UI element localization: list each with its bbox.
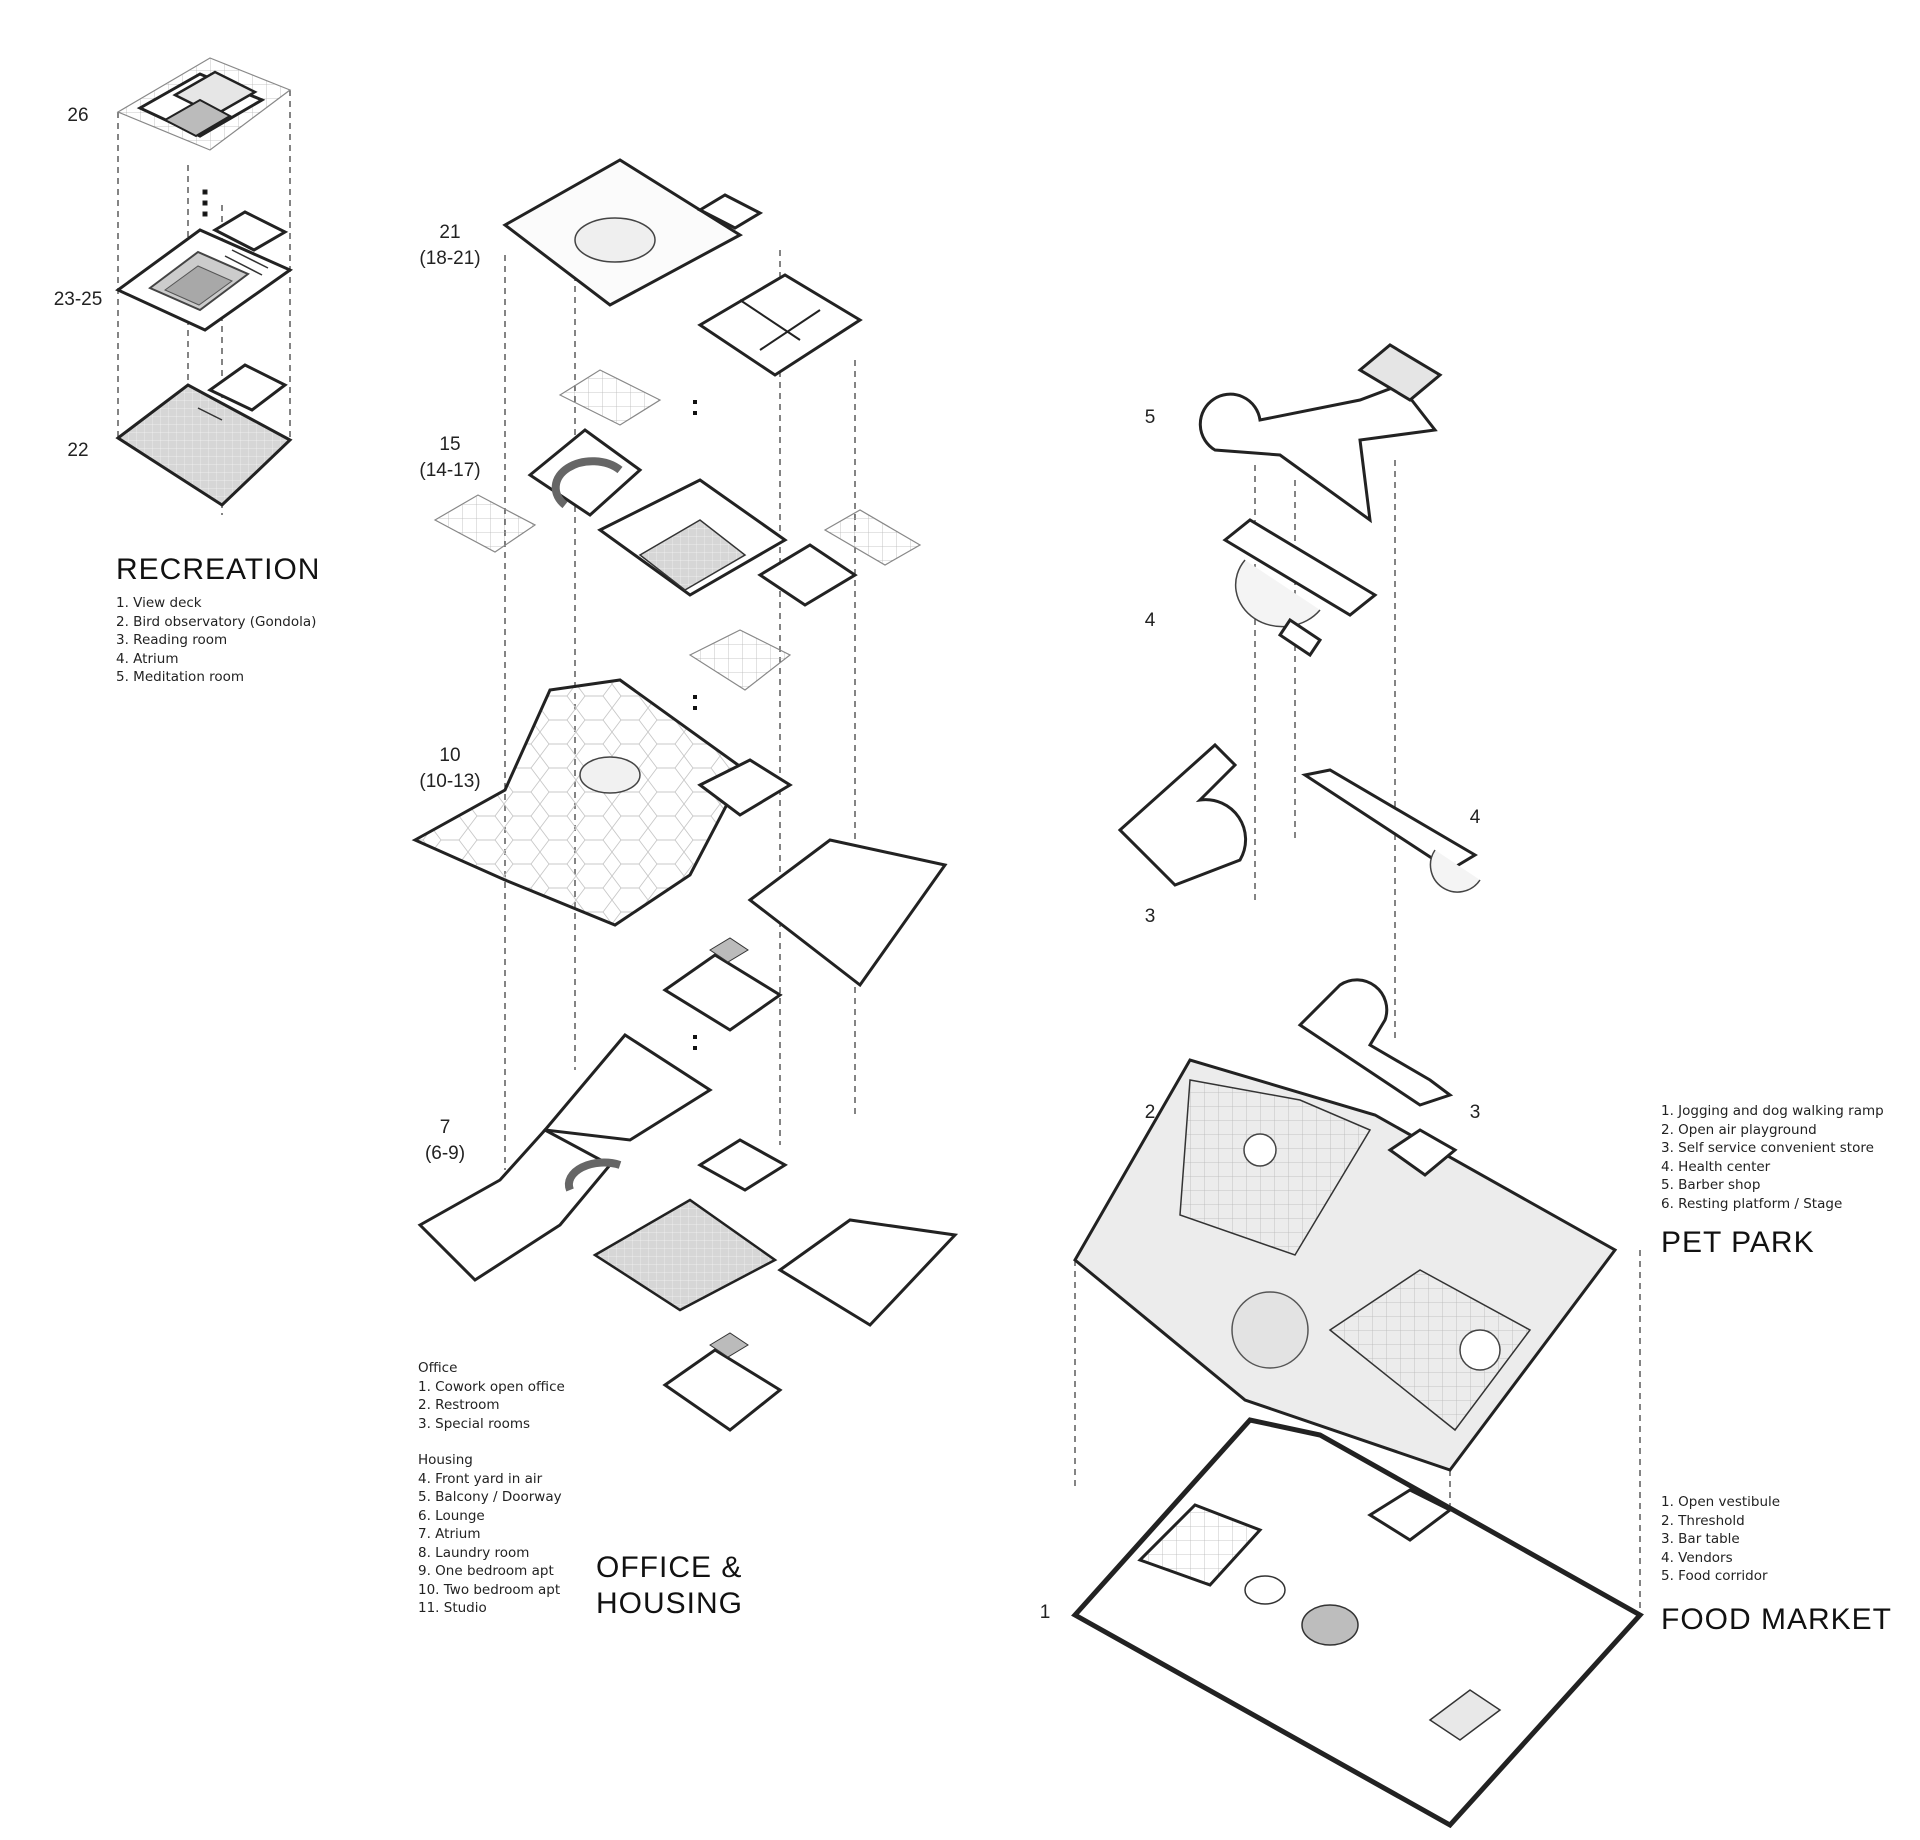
level-range: (14-17) bbox=[419, 460, 481, 481]
level-main: 15 bbox=[439, 434, 461, 455]
legend-item: 5. Food corridor bbox=[1661, 1568, 1768, 1584]
floor-plan-26 bbox=[116, 57, 292, 151]
floor-plan-22 bbox=[115, 363, 293, 507]
level-label-10: 10 (10-13) bbox=[410, 743, 490, 795]
legend-item: 2. Open air playground bbox=[1661, 1121, 1817, 1138]
legend-heading: Office bbox=[418, 1360, 458, 1376]
level-label-3: 3 bbox=[1144, 906, 1156, 927]
level-label-5: 5 bbox=[1144, 407, 1156, 428]
level-label-23-25: 23-25 bbox=[53, 289, 103, 310]
floor-plan-4-a bbox=[1222, 518, 1378, 658]
food-market-title: FOOD MARKET bbox=[1661, 1603, 1893, 1636]
recreation-stack bbox=[115, 57, 294, 515]
legend-item: 1. View deck bbox=[116, 595, 202, 611]
level-label-15: 15 (14-17) bbox=[410, 432, 490, 484]
floor-plan-10 bbox=[411, 678, 948, 1032]
legend-item: 2. Restroom bbox=[418, 1397, 500, 1413]
legend-item: 3. Special rooms bbox=[418, 1415, 531, 1432]
level-main: 7 bbox=[439, 1117, 451, 1138]
legend-item: 3. Bar table bbox=[1661, 1531, 1740, 1547]
food-market-legend: 1. Open vestibule 2. Threshold 3. Bar ta… bbox=[1661, 1493, 1780, 1586]
level-main: 21 bbox=[439, 222, 461, 243]
legend-heading: Housing bbox=[418, 1452, 473, 1468]
recreation-title: RECREATION bbox=[116, 553, 321, 586]
level-label-22: 22 bbox=[67, 440, 89, 461]
level-range: (18-21) bbox=[419, 248, 481, 269]
level-label-7: 7 (6-9) bbox=[410, 1115, 480, 1167]
legend-item: 1. Cowork open office bbox=[418, 1378, 565, 1395]
pet-park-legend: 1. Jogging and dog walking ramp 2. Open … bbox=[1661, 1102, 1884, 1213]
floor-plan-15 bbox=[433, 369, 922, 691]
floor-plan-21 bbox=[502, 158, 863, 377]
floor-dots bbox=[202, 189, 208, 217]
legend-item: 3. Reading room bbox=[116, 632, 228, 648]
legend-item: 2. Bird observatory (Gondola) bbox=[116, 613, 317, 630]
floor-plan-3 bbox=[1297, 978, 1454, 1107]
stack-dots bbox=[693, 400, 697, 1050]
legend-item: 4. Front yard in air bbox=[418, 1470, 543, 1487]
level-label-4-right: 4 bbox=[1469, 807, 1481, 828]
recreation-legend: 1. View deck 2. Bird observatory (Gondol… bbox=[116, 594, 316, 687]
legend-item: 5. Barber shop bbox=[1661, 1177, 1761, 1193]
legend-item: 5. Meditation room bbox=[116, 669, 245, 685]
legend-item: 7. Atrium bbox=[418, 1526, 481, 1542]
legend-item: 1. Open vestibule bbox=[1661, 1494, 1781, 1510]
office-housing-legend: Office 1. Cowork open office 2. Restroom… bbox=[418, 1359, 565, 1618]
legend-item: 8. Laundry room bbox=[418, 1544, 530, 1561]
level-label-26: 26 bbox=[67, 105, 89, 126]
legend-item: 6. Lounge bbox=[418, 1507, 485, 1524]
level-label-3-right: 3 bbox=[1469, 1102, 1481, 1123]
pet-park-title: PET PARK bbox=[1661, 1226, 1815, 1259]
office-housing-title: OFFICE & HOUSING bbox=[596, 1550, 743, 1622]
legend-item: 10. Two bedroom apt bbox=[418, 1581, 561, 1598]
floor-plan-23-25 bbox=[115, 210, 294, 332]
floor-plan-1 bbox=[1071, 1417, 1644, 1829]
legend-item: 11. Studio bbox=[418, 1600, 487, 1616]
level-label-2: 2 bbox=[1144, 1102, 1156, 1123]
level-range: (10-13) bbox=[419, 771, 481, 792]
legend-item: 3. Self service convenient store bbox=[1661, 1140, 1874, 1156]
floor-plan-7 bbox=[417, 1033, 959, 1432]
level-label-4: 4 bbox=[1144, 610, 1156, 631]
level-main: 10 bbox=[439, 745, 461, 766]
office-dashed-lines bbox=[504, 250, 856, 1170]
legend-item: 4. Atrium bbox=[116, 650, 179, 667]
floor-plan-4-b bbox=[1117, 742, 1481, 893]
floor-plan-5 bbox=[1198, 343, 1443, 524]
legend-item: 1. Jogging and dog walking ramp bbox=[1661, 1103, 1884, 1119]
legend-item: 4. Health center bbox=[1661, 1158, 1771, 1175]
legend-item: 4. Vendors bbox=[1661, 1549, 1733, 1566]
level-label-21: 21 (18-21) bbox=[410, 220, 490, 272]
pet-park-stack bbox=[1071, 343, 1644, 1829]
level-label-1: 1 bbox=[1039, 1602, 1051, 1623]
legend-item: 6. Resting platform / Stage bbox=[1661, 1195, 1843, 1212]
title-line: HOUSING bbox=[596, 1587, 744, 1620]
level-range: (6-9) bbox=[424, 1143, 466, 1164]
legend-item: 2. Threshold bbox=[1661, 1512, 1745, 1529]
legend-item: 5. Balcony / Doorway bbox=[418, 1489, 562, 1505]
title-line: OFFICE & bbox=[596, 1551, 743, 1584]
floor-plan-2 bbox=[1073, 1058, 1618, 1472]
legend-item: 9. One bedroom apt bbox=[418, 1563, 554, 1579]
office-housing-stack bbox=[411, 158, 959, 1432]
